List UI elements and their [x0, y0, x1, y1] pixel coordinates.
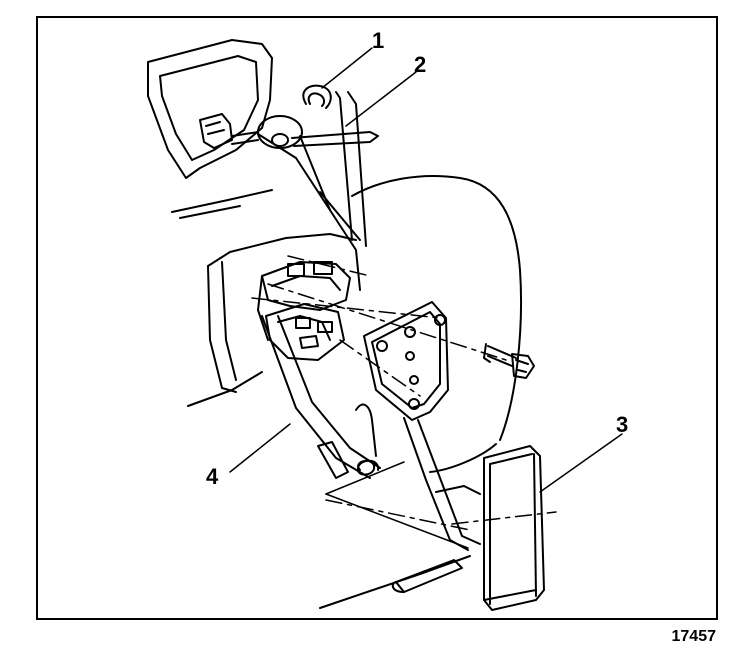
callout-2: 2 [414, 52, 426, 77]
pivot-pin [391, 559, 463, 593]
mounting-plate [363, 301, 449, 421]
assembly-guides [325, 461, 469, 549]
lower-pivot-bracket [265, 303, 345, 361]
pedal-shaft [403, 417, 481, 551]
floor-lines [319, 555, 471, 609]
assembly-lines [251, 255, 557, 531]
retainer-clip [302, 84, 332, 109]
pedal-arm [295, 157, 361, 291]
diagram-frame [36, 16, 718, 620]
mounting-bolt [483, 343, 535, 379]
pivot-plate [257, 115, 331, 211]
dash-panel [147, 39, 273, 219]
pedal-bracket-housing [187, 175, 522, 473]
figure-number: 17457 [671, 628, 717, 645]
pedal-pad [483, 445, 545, 611]
pedal-lever-arm [261, 315, 381, 479]
upper-mount-bracket [257, 261, 351, 341]
return-spring [355, 403, 380, 476]
stoplamp-switch [199, 113, 259, 149]
callout-4: 4 [206, 464, 219, 489]
callout-leaders [229, 47, 623, 493]
callout-3: 3 [616, 412, 628, 437]
accelerator-cable [291, 91, 379, 247]
callout-1: 1 [372, 28, 384, 53]
